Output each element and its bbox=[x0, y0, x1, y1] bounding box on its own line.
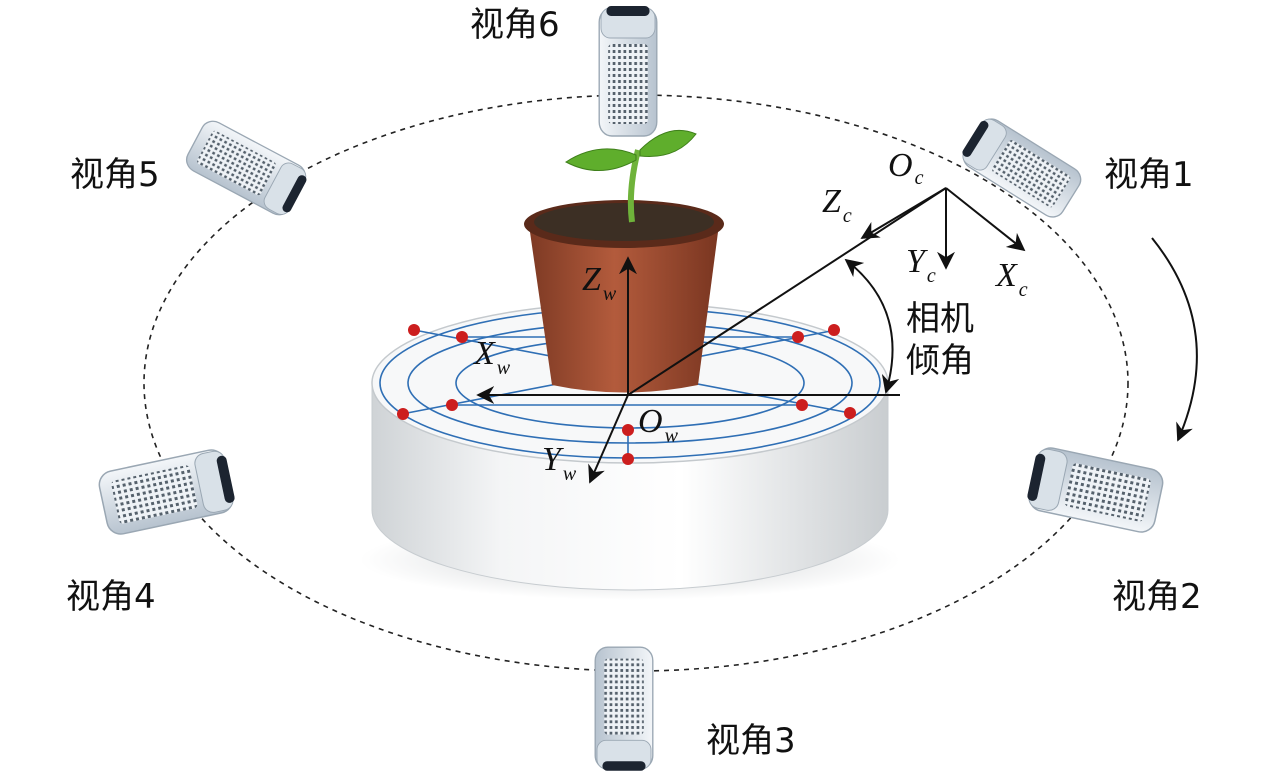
camera-view-2 bbox=[1024, 444, 1167, 536]
camera-view-3 bbox=[594, 646, 654, 772]
view-label-3: 视角3 bbox=[706, 721, 796, 761]
camera-axes bbox=[844, 187, 1198, 442]
calibration-markers bbox=[397, 324, 856, 465]
tilt-label-line2: 倾角 bbox=[906, 341, 974, 381]
view-label-1: 视角1 bbox=[1104, 155, 1194, 195]
camera-view-5 bbox=[181, 116, 312, 221]
view-label-6: 视角6 bbox=[470, 5, 560, 45]
world-axes bbox=[476, 187, 947, 484]
camera-view-1 bbox=[956, 112, 1086, 223]
view-label-2: 视角2 bbox=[1112, 577, 1202, 617]
view-label-4: 视角4 bbox=[66, 577, 156, 617]
tilt-label-line1: 相机 bbox=[906, 299, 974, 339]
camera-view-6 bbox=[598, 5, 658, 137]
potted-seedling-icon bbox=[524, 129, 724, 393]
camera-view-4 bbox=[95, 446, 238, 538]
view-label-5: 视角5 bbox=[70, 155, 160, 195]
